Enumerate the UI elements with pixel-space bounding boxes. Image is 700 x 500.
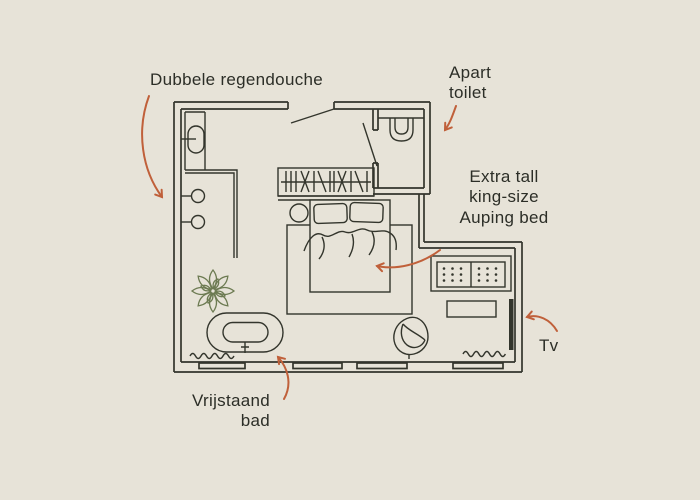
toilet-icon xyxy=(378,117,424,142)
shower-head-icon xyxy=(190,188,206,204)
bedside-table-icon xyxy=(289,203,309,223)
pillow-icon xyxy=(313,202,348,225)
faucet-icon xyxy=(241,342,249,353)
arrow-shower xyxy=(141,95,164,199)
bathtub-icon xyxy=(189,312,284,360)
label-toilet: Apart toilet xyxy=(449,63,492,103)
water-wave-icon xyxy=(189,352,235,360)
label-shower: Dubbele regendouche xyxy=(150,70,324,89)
label-bath: Vrijstaand bad xyxy=(192,391,270,431)
arrow-toilet xyxy=(443,105,457,132)
plant-icon xyxy=(190,268,236,314)
pillow-icon xyxy=(349,201,384,224)
bench-dots xyxy=(442,267,498,282)
walls xyxy=(173,101,523,373)
tv-stand xyxy=(446,300,497,318)
water-wave-icon xyxy=(462,350,507,358)
arrow-bed xyxy=(375,249,441,273)
armchair-icon xyxy=(393,316,429,359)
wardrobe-icon xyxy=(277,167,375,201)
label-bed: Extra tall king-size Auping bed xyxy=(459,167,549,227)
arrow-tv xyxy=(525,310,558,332)
shower-head-icon xyxy=(190,214,206,230)
bed-area xyxy=(286,199,413,315)
label-tv: Tv xyxy=(539,336,559,355)
annotation-arrows xyxy=(141,95,558,400)
tv-corner xyxy=(430,255,514,358)
bench-icon xyxy=(430,255,512,292)
tv-icon xyxy=(509,299,514,350)
arrow-bath xyxy=(276,355,290,400)
shower-area xyxy=(181,111,238,258)
blanket xyxy=(303,228,397,252)
door-swing-lines xyxy=(290,108,378,167)
